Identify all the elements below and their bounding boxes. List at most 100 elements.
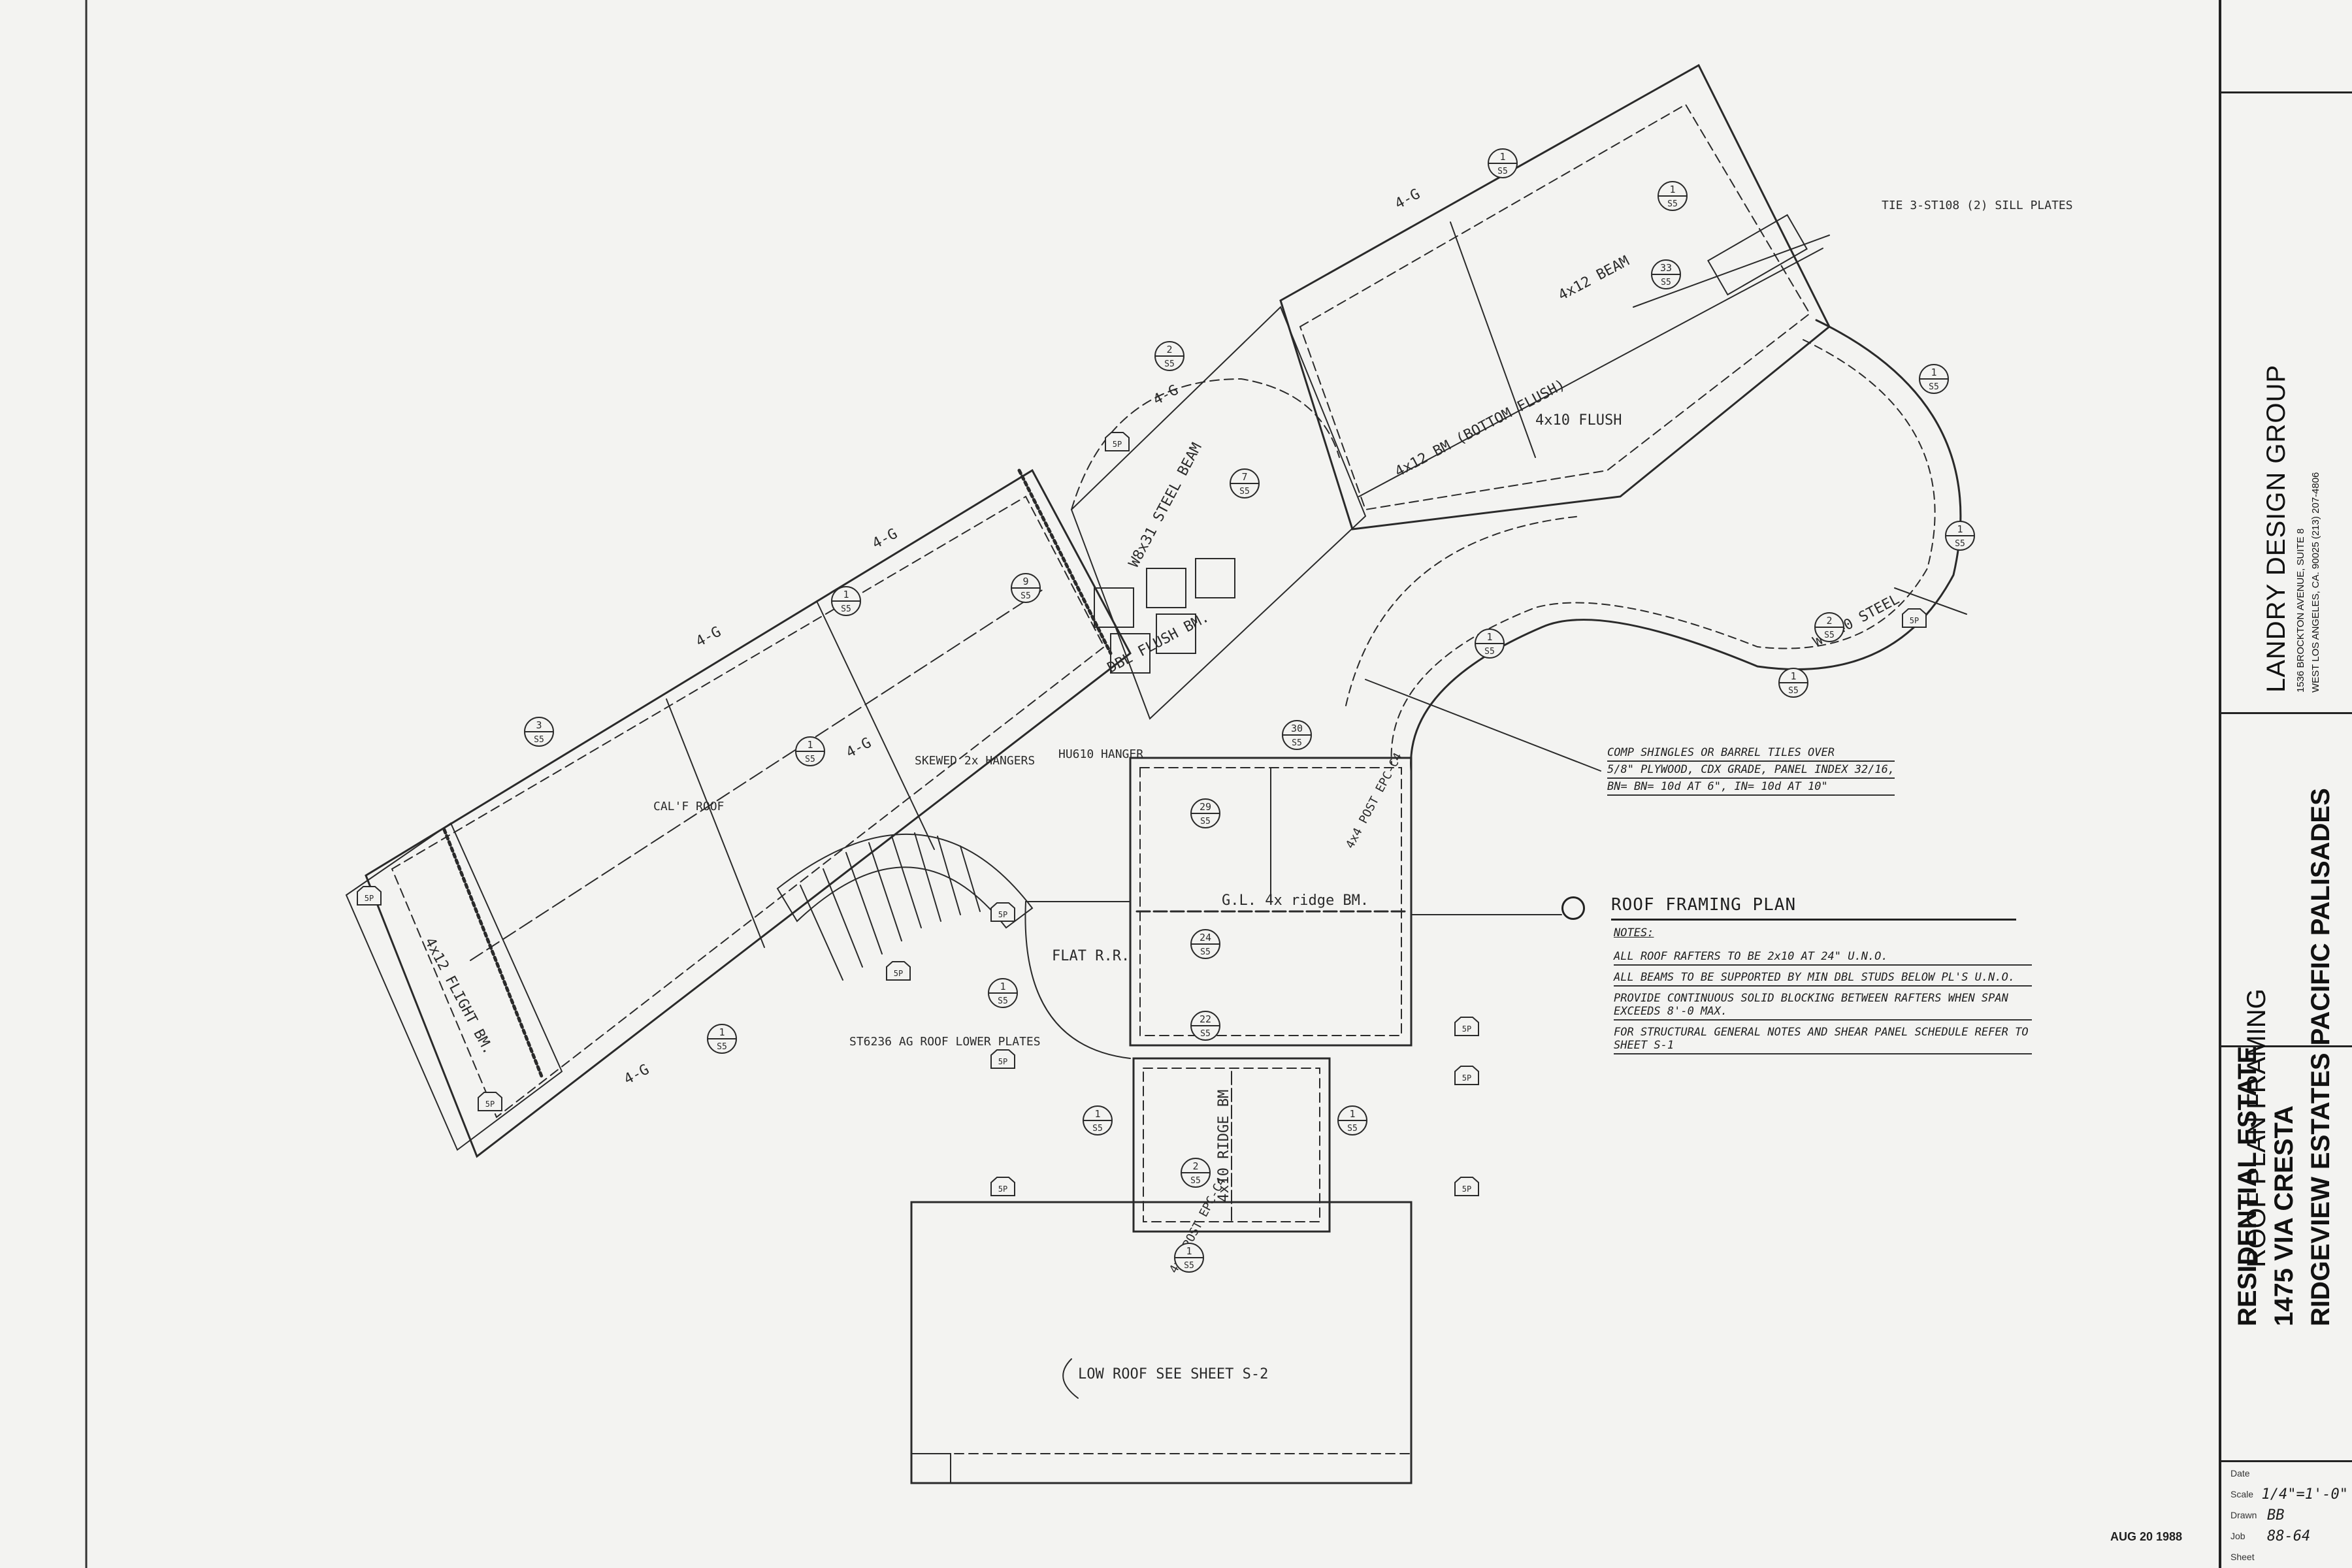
detail-sheet: S5 bbox=[1292, 738, 1302, 748]
northeast-beam bbox=[1358, 248, 1823, 497]
title-block-rule bbox=[2221, 1460, 2352, 1462]
shear-tag-text: 5P bbox=[998, 910, 1007, 919]
detail-sheet: S5 bbox=[1200, 1029, 1211, 1039]
title-block-rule bbox=[2221, 1045, 2352, 1047]
east-arc bbox=[1345, 515, 1582, 706]
detail-callout: 2S5 bbox=[1814, 612, 1844, 642]
field-drawn: Drawn BB bbox=[2230, 1505, 2348, 1525]
field-date: Date bbox=[2230, 1463, 2348, 1483]
shear-tag-text: 5P bbox=[485, 1100, 495, 1109]
detail-number: 1 bbox=[1499, 151, 1505, 163]
detail-callout: 1S5 bbox=[1658, 181, 1688, 211]
shear-tag-text: 5P bbox=[998, 1057, 1007, 1066]
hanger-box bbox=[1146, 568, 1186, 608]
detail-sheet: S5 bbox=[1092, 1124, 1103, 1134]
plan-title-text: ROOF FRAMING PLAN bbox=[1611, 895, 2016, 921]
shear-tag: 5P bbox=[1902, 608, 1927, 628]
detail-callout: 1S5 bbox=[795, 736, 825, 766]
sheet-title: ROOF PLAN FRAMING bbox=[2242, 988, 2271, 1267]
field-value: BB bbox=[2267, 1507, 2285, 1524]
lower-core-inner bbox=[1143, 1068, 1320, 1222]
detail-callout: 1S5 bbox=[707, 1024, 737, 1054]
company-address: 1536 BROCKTON AVENUE, SUITE 8 bbox=[2295, 528, 2306, 693]
detail-sheet: S5 bbox=[1497, 167, 1508, 176]
detail-sheet: S5 bbox=[1824, 630, 1835, 640]
field-value: 88-64 bbox=[2267, 1527, 2311, 1544]
flat-rr-roof bbox=[1024, 901, 1131, 1059]
ag-label: 4-G bbox=[693, 624, 724, 651]
note-item: ALL BEAMS TO BE SUPPORTED BY MIN DBL STU… bbox=[1614, 970, 2032, 987]
sheet-title-block: ROOF PLAN FRAMING bbox=[2242, 988, 2272, 1267]
detail-number: 33 bbox=[1660, 262, 1672, 274]
note-item: FOR STRUCTURAL GENERAL NOTES AND SHEAR P… bbox=[1614, 1024, 2032, 1054]
roof-framing-plan bbox=[345, 63, 1967, 1484]
detail-sheet: S5 bbox=[1021, 591, 1031, 601]
detail-sheet: S5 bbox=[1667, 199, 1678, 209]
shear-tag: 5P bbox=[1454, 1066, 1479, 1085]
field-label: Date bbox=[2230, 1468, 2250, 1478]
roofing-note: COMP SHINGLES OR BARREL TILES OVER 5/8" … bbox=[1607, 745, 1895, 796]
detail-number: 1 bbox=[1486, 631, 1492, 643]
detail-callout: 1S5 bbox=[1919, 364, 1949, 394]
detail-sheet: S5 bbox=[1164, 359, 1175, 369]
detail-sheet: S5 bbox=[1239, 487, 1250, 497]
steel-beam-link bbox=[1070, 306, 1367, 720]
west-wing-divider bbox=[666, 698, 765, 948]
field-scale: Scale 1/4"=1'-0" bbox=[2230, 1484, 2348, 1504]
west-wing-divider bbox=[816, 600, 935, 850]
detail-sheet: S5 bbox=[534, 735, 544, 745]
hanger-box bbox=[1094, 587, 1134, 628]
detail-callout: 1S5 bbox=[988, 978, 1018, 1008]
roofing-note-leader bbox=[1365, 679, 1601, 772]
shear-tag-text: 5P bbox=[1462, 1184, 1471, 1194]
cal-roof-label: CAL'F ROOF bbox=[653, 800, 724, 813]
shear-tag-text: 5P bbox=[998, 1184, 1007, 1194]
ag-label: 4-G bbox=[870, 526, 900, 553]
west-wing-divider bbox=[1017, 468, 1113, 655]
stair-arc bbox=[776, 834, 1034, 929]
detail-number: 7 bbox=[1241, 471, 1247, 483]
ridge-bm-small-label: 4x10 RIDGE BM bbox=[1216, 1090, 1232, 1202]
project-line: RIDGEVIEW ESTATES PACIFIC PALISADES bbox=[2306, 788, 2335, 1326]
west-wing-inner bbox=[391, 495, 1105, 1119]
shear-tag: 5P bbox=[1105, 432, 1130, 451]
detail-sheet: S5 bbox=[1184, 1261, 1194, 1271]
detail-number: 24 bbox=[1200, 932, 1211, 943]
roofing-note-line: BN= BN= 10d AT 6", IN= 10d AT 10" bbox=[1607, 779, 1895, 796]
northeast-wing-divider bbox=[1450, 221, 1536, 458]
shear-tag-text: 5P bbox=[1462, 1024, 1471, 1034]
detail-callout: 1S5 bbox=[1475, 629, 1505, 659]
note-item: PROVIDE CONTINUOUS SOLID BLOCKING BETWEE… bbox=[1614, 990, 2032, 1021]
detail-sheet: S5 bbox=[841, 604, 851, 614]
hu610-hanger-label: HU610 HANGER bbox=[1058, 747, 1143, 761]
shear-tag: 5P bbox=[990, 1177, 1015, 1196]
ag-label: 4-G bbox=[1151, 382, 1181, 409]
detail-number: 3 bbox=[536, 719, 542, 731]
low-roof-leader bbox=[1062, 1358, 1079, 1399]
east-curved-bay-inner bbox=[1390, 339, 1936, 765]
lower-core-outline bbox=[1132, 1057, 1331, 1233]
company-block: LANDRY DESIGN GROUP 1536 BROCKTON AVENUE… bbox=[2262, 365, 2321, 693]
ridge-bm-label: G.L. 4x ridge BM. bbox=[1222, 892, 1369, 909]
detail-number: 9 bbox=[1022, 576, 1028, 587]
lower-plates-label: ST6236 AG ROOF LOWER PLATES bbox=[849, 1035, 1041, 1049]
detail-sheet: S5 bbox=[1788, 686, 1799, 696]
detail-callout: 2S5 bbox=[1181, 1158, 1211, 1188]
detail-number: 1 bbox=[1790, 670, 1796, 682]
northeast-flush-beam bbox=[1707, 214, 1808, 296]
hanger-box bbox=[1110, 633, 1151, 674]
detail-callout: 2S5 bbox=[1154, 341, 1184, 371]
flat-rr-label: FLAT R.R. bbox=[1052, 948, 1130, 964]
detail-sheet: S5 bbox=[1484, 647, 1495, 657]
roofing-note-line: COMP SHINGLES OR BARREL TILES OVER bbox=[1607, 745, 1895, 762]
skewed-hangers-label: SKEWED 2x HANGERS bbox=[915, 754, 1035, 768]
detail-callout: 1S5 bbox=[1174, 1243, 1204, 1273]
flight-bm-label: 4x12 FLIGHT BM. bbox=[421, 935, 497, 1057]
low-roof-corner bbox=[911, 1453, 951, 1484]
shear-tag: 5P bbox=[1454, 1177, 1479, 1196]
